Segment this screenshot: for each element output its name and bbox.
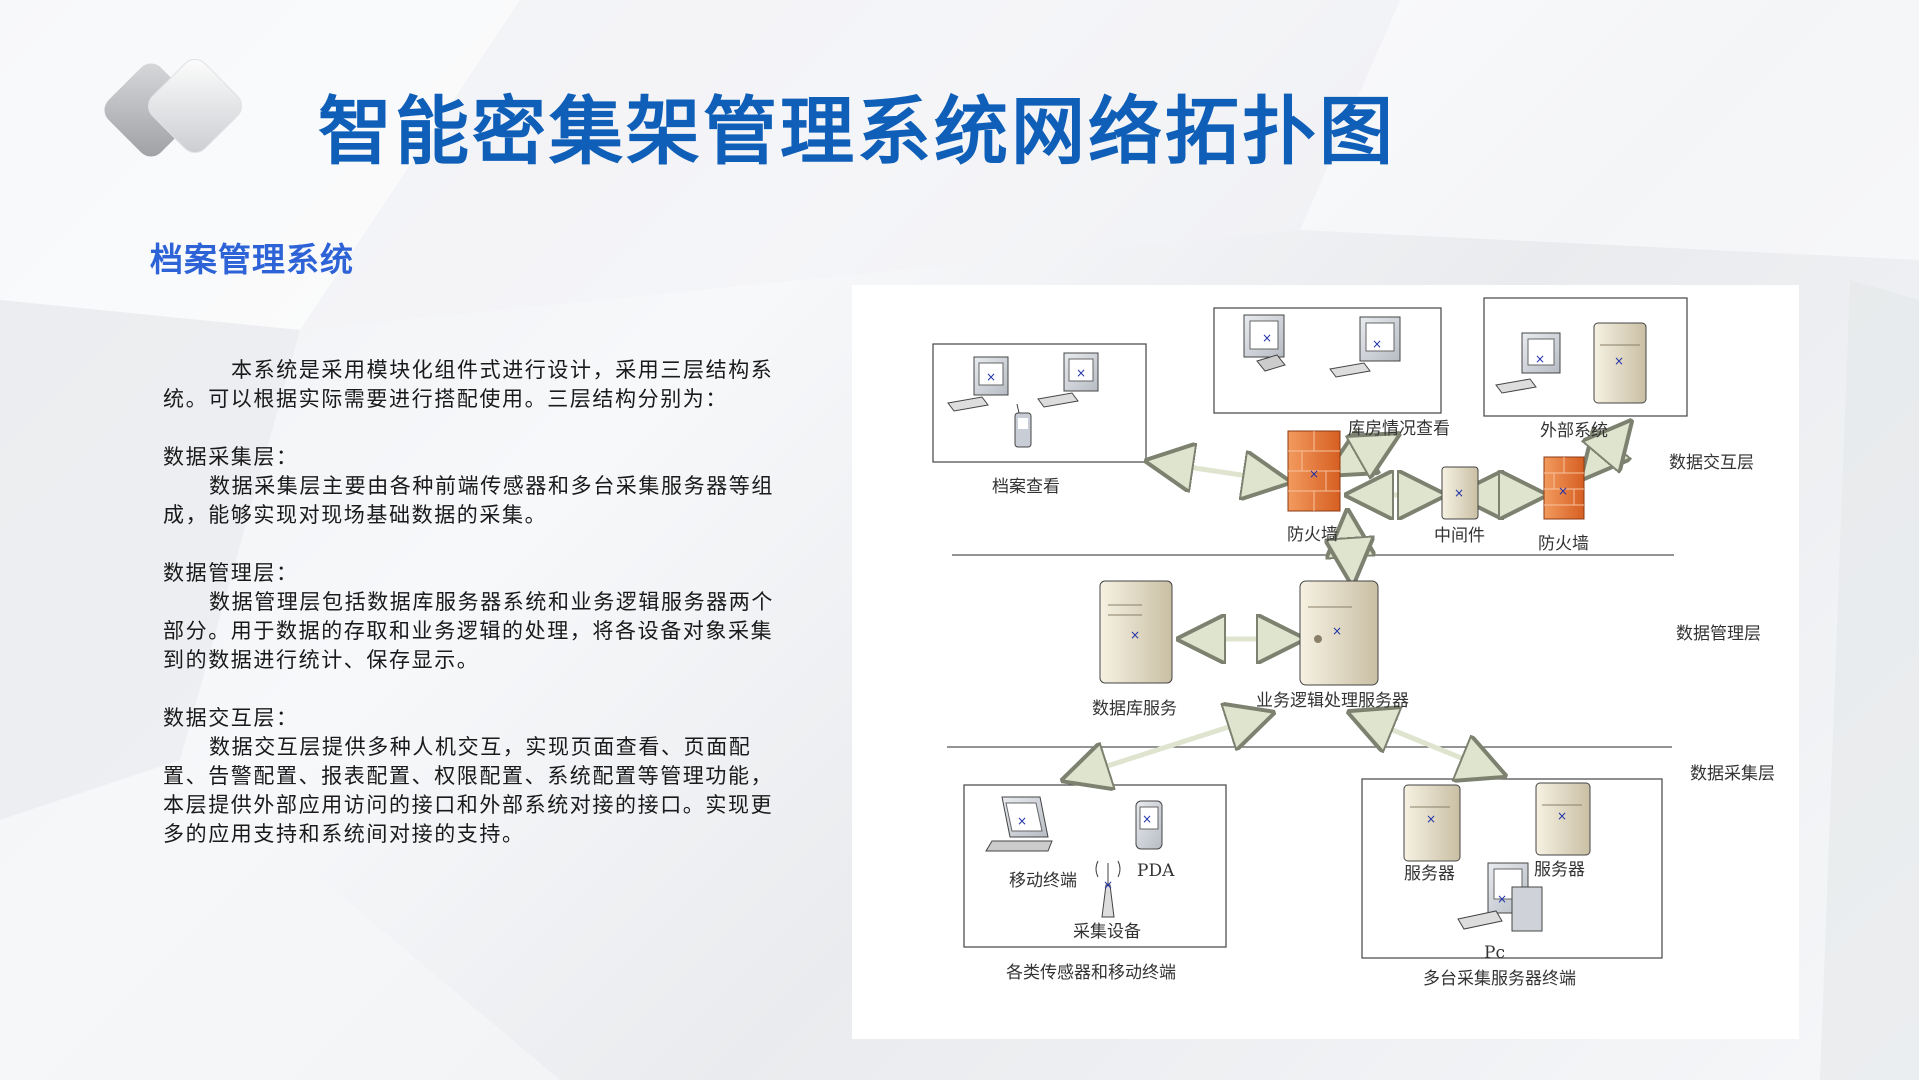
label-business-server: 业务逻辑处理服务器 bbox=[1256, 691, 1409, 711]
label-external-system: 外部系统 bbox=[1540, 421, 1608, 441]
label-mobile-terminal: 移动终端 bbox=[1009, 871, 1077, 891]
laptop-icon: × bbox=[985, 796, 1053, 852]
server-icon: × bbox=[1403, 784, 1461, 862]
warehouse-view-box bbox=[1213, 307, 1442, 414]
label-database-service: 数据库服务 bbox=[1092, 699, 1177, 719]
mobile-phone-icon bbox=[1014, 403, 1032, 448]
server-icon: × bbox=[1593, 322, 1647, 404]
svg-text:×: × bbox=[1557, 809, 1567, 823]
label-layer-collection: 数据采集层 bbox=[1690, 764, 1775, 784]
workstation-icon: × bbox=[947, 356, 1009, 412]
interact-paragraph: 数据交互层提供多种人机交互，实现页面查看、页面配置、告警配置、报表配置、权限配置… bbox=[163, 735, 774, 846]
workstation-icon: × bbox=[1329, 316, 1401, 378]
workstation-icon: × bbox=[1037, 352, 1099, 408]
label-collector-device: 采集设备 bbox=[1073, 922, 1141, 942]
manage-paragraph: 数据管理层包括数据库服务器系统和业务逻辑服务器两个部分。用于数据的存取和业务逻辑… bbox=[163, 590, 774, 672]
collect-heading: 数据采集层： bbox=[163, 445, 299, 469]
label-layer-management: 数据管理层 bbox=[1676, 624, 1761, 644]
archive-view-box bbox=[932, 343, 1147, 463]
svg-text:×: × bbox=[1262, 331, 1272, 345]
arrow-business-servers bbox=[1356, 715, 1498, 773]
pc-icon: × bbox=[1457, 862, 1543, 932]
firewall-icon: × bbox=[1287, 430, 1341, 512]
servers-group-box bbox=[1361, 778, 1663, 959]
system-description: 本系统是采用模块化组件式进行设计，采用三层结构系统。可以根据实际需要进行搭配使用… bbox=[163, 356, 783, 849]
label-server-b: 服务器 bbox=[1534, 860, 1585, 880]
svg-text:×: × bbox=[1142, 812, 1152, 826]
svg-text:×: × bbox=[1535, 352, 1545, 366]
svg-text:×: × bbox=[1076, 366, 1086, 380]
svg-text:×: × bbox=[1454, 486, 1464, 500]
svg-text:×: × bbox=[1614, 354, 1624, 368]
svg-text:×: × bbox=[1103, 878, 1113, 892]
topology-diagram: × × 档案查看 × × 库房情况查看 bbox=[852, 285, 1799, 1039]
monitor-icon: × bbox=[1243, 314, 1286, 372]
label-warehouse-view: 库房情况查看 bbox=[1348, 419, 1450, 439]
svg-text:×: × bbox=[986, 370, 996, 384]
label-server-a: 服务器 bbox=[1404, 864, 1455, 884]
collect-paragraph: 数据采集层主要由各种前端传感器和多台采集服务器等组成，能够实现对现场基础数据的采… bbox=[163, 474, 774, 527]
pda-icon: × bbox=[1135, 800, 1163, 850]
svg-text:×: × bbox=[1130, 628, 1140, 642]
label-middleware: 中间件 bbox=[1434, 526, 1485, 546]
svg-text:×: × bbox=[1309, 467, 1319, 481]
external-system-box bbox=[1483, 297, 1688, 417]
label-firewall-left: 防火墙 bbox=[1287, 525, 1338, 545]
label-servers-group: 多台采集服务器终端 bbox=[1423, 969, 1576, 989]
arrow-firewall-external bbox=[1587, 427, 1626, 473]
svg-text:×: × bbox=[1332, 624, 1342, 638]
svg-text:×: × bbox=[1558, 484, 1568, 498]
arrow-firewall-warehouse bbox=[1334, 438, 1392, 471]
svg-text:×: × bbox=[1426, 812, 1436, 826]
arrow-firewall-business bbox=[1348, 518, 1352, 577]
database-server-icon: × bbox=[1099, 580, 1173, 684]
label-layer-interaction: 数据交互层 bbox=[1669, 453, 1754, 473]
business-server-icon: × bbox=[1299, 580, 1379, 686]
arrow-archive-firewall bbox=[1154, 462, 1282, 481]
middleware-icon: × bbox=[1441, 466, 1479, 520]
interact-heading: 数据交互层： bbox=[163, 706, 299, 730]
label-pc: Pc bbox=[1484, 943, 1505, 963]
svg-text:×: × bbox=[1372, 337, 1382, 351]
label-pda: PDA bbox=[1137, 861, 1175, 881]
label-archive-view: 档案查看 bbox=[992, 477, 1060, 497]
manage-heading: 数据管理层： bbox=[163, 561, 299, 585]
label-firewall-right: 防火墙 bbox=[1538, 534, 1589, 554]
collector-antenna-icon: × bbox=[1095, 860, 1121, 918]
workstation-icon: × bbox=[1495, 332, 1561, 394]
server-icon: × bbox=[1535, 782, 1591, 856]
logo-diamonds bbox=[104, 58, 243, 157]
intro-paragraph: 本系统是采用模块化组件式进行设计，采用三层结构系统。可以根据实际需要进行搭配使用… bbox=[163, 358, 774, 411]
arrow-business-sensors bbox=[1070, 715, 1266, 778]
svg-text:×: × bbox=[1017, 814, 1027, 828]
label-sensors-group: 各类传感器和移动终端 bbox=[1006, 963, 1176, 983]
svg-text:×: × bbox=[1497, 892, 1507, 906]
page-title: 智能密集架管理系统网络拓扑图 bbox=[318, 89, 1396, 175]
section-subtitle: 档案管理系统 bbox=[150, 240, 354, 279]
firewall-icon: × bbox=[1543, 456, 1585, 520]
